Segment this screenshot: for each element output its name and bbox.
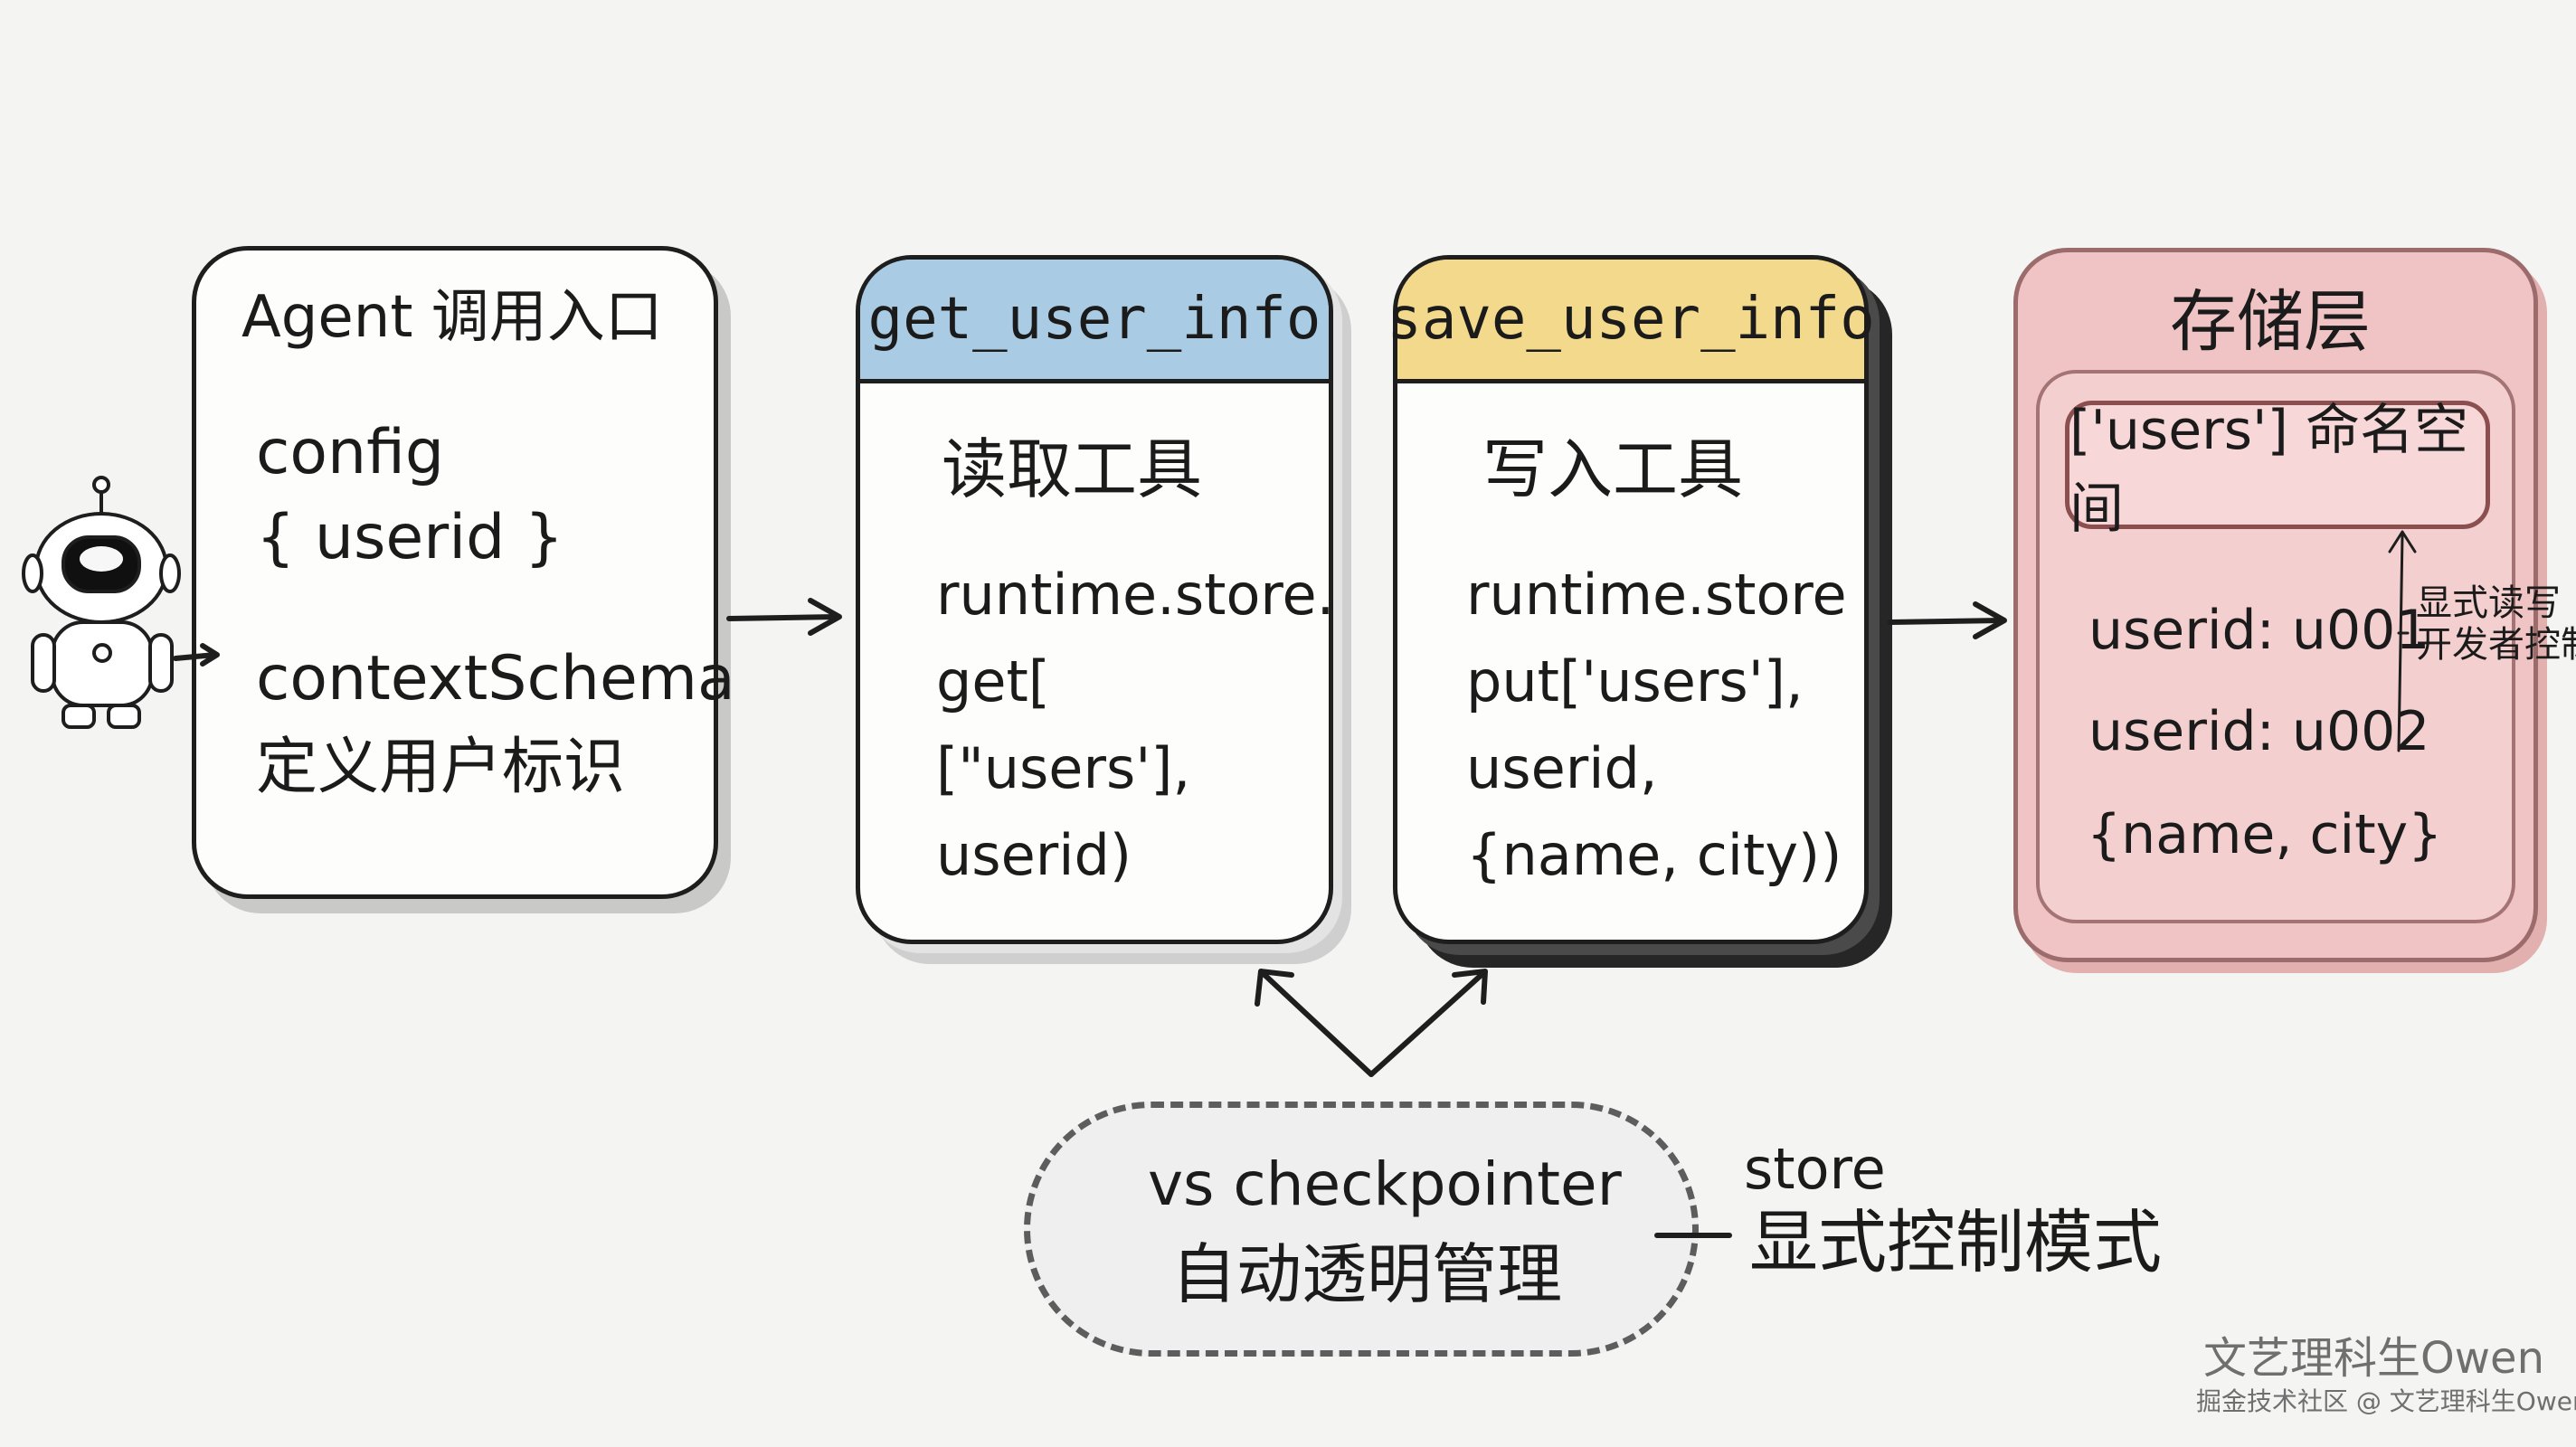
context-schema-desc: 定义用户标识 [256,732,626,803]
get-code-line: runtime.store. [936,562,1335,628]
checkpointer-box: vs checkpointer 自动透明管理 [1024,1102,1699,1357]
get-code-line: ["users'], [936,735,1191,801]
config-label: config [256,417,445,488]
users-namespace-box: ['users'] 命名空间 [2065,399,2490,541]
write-tool-title: 写入工具 [1482,431,1744,507]
save-user-info-box: save_user_info 写入工具 runtime.store put['u… [1387,255,1875,944]
storage-row: userid: u002 [2088,700,2430,763]
get-user-info-header: get_user_info [860,260,1329,383]
store-note-title: store [1744,1136,1886,1202]
author-watermark: 文艺理科生Owen [2203,1333,2544,1384]
developer-control-note: 开发者控制 [2416,624,2576,666]
get-code-line: get[ [936,648,1050,714]
storage-row: {name, city} [2087,803,2443,866]
save-user-info-header-label: save_user_info [1387,286,1875,353]
config-value: { userid } [256,502,564,573]
get-code-line: userid) [936,822,1132,888]
save-code-line: {name, city)) [1466,822,1842,888]
save-code-line: userid, [1466,735,1658,801]
users-namespace-label: ['users'] 命名空间 [2069,399,2469,541]
site-watermark: 掘金技术社区 @ 文艺理科生Owen [2196,1386,2576,1416]
storage-layer-box: 存储层 ['users'] 命名空间 userid: u001 userid: … [2013,248,2576,962]
storage-row: userid: u001 [2088,599,2430,662]
save-user-info-header: save_user_info [1387,260,1875,383]
checkpointer-title: vs checkpointer [1148,1149,1622,1219]
save-code-line: put['users'], [1466,648,1804,714]
checkpointer-desc: 自动透明管理 [1171,1236,1563,1312]
agent-title: Agent 调用入口 [242,284,663,351]
get-user-info-box: get_user_info 读取工具 runtime.store. get[ [… [856,255,1335,944]
get-user-info-header-label: get_user_info [867,286,1321,353]
storage-title: 存储层 [2170,283,2371,361]
store-note-desc: 显式控制模式 [1749,1202,2162,1282]
read-tool-title: 读取工具 [942,431,1203,507]
context-schema-label: contextSchema [256,643,735,714]
save-code-line: runtime.store [1466,562,1847,628]
explicit-rw-note: 显式读写 [2416,582,2561,624]
agent-entry-box: Agent 调用入口 config { userid } contextSche… [192,246,735,899]
